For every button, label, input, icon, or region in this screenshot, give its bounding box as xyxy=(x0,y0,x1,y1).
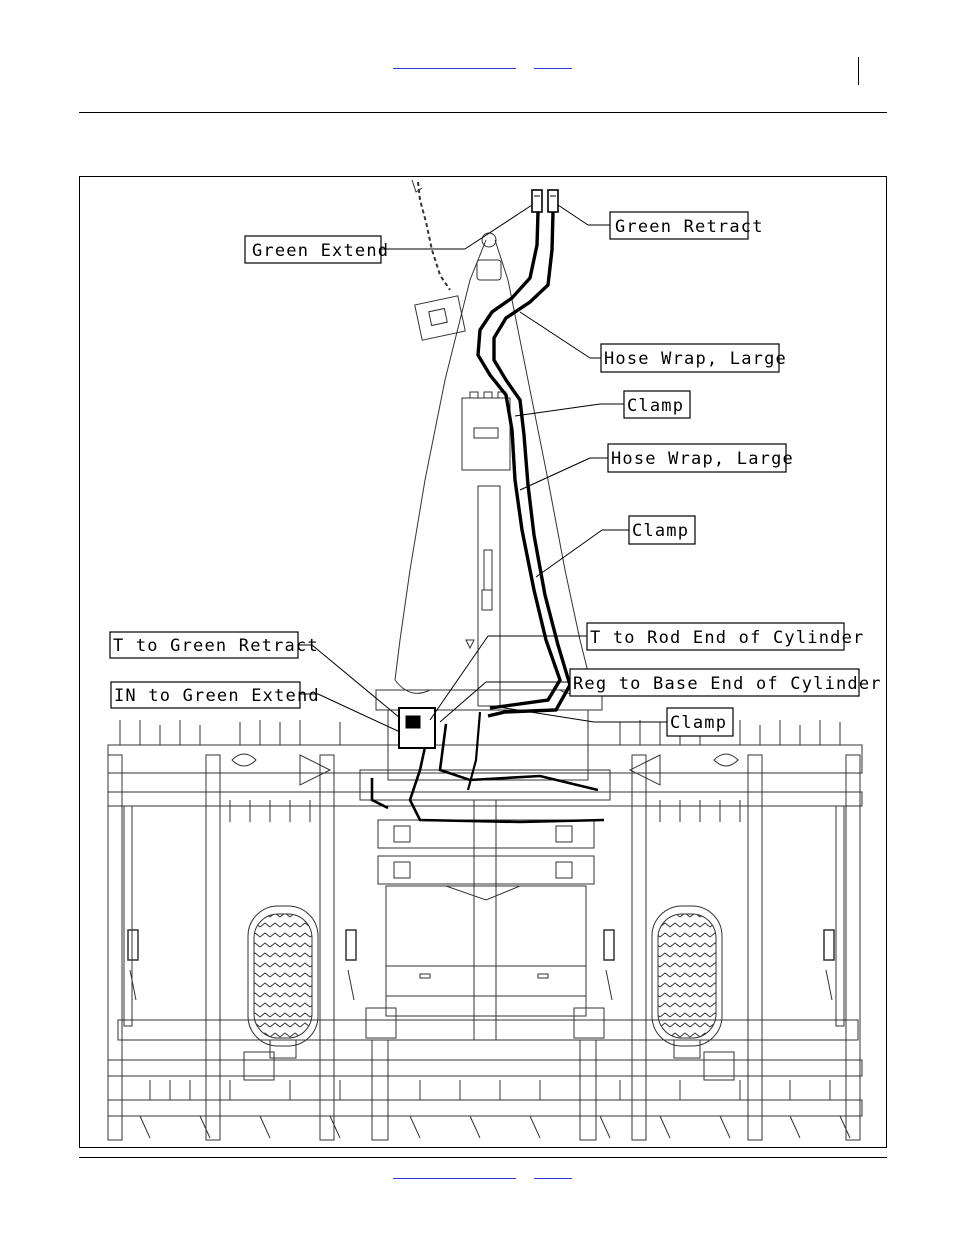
harrow-tines xyxy=(120,720,850,1138)
footer-link-left[interactable] xyxy=(393,1178,516,1179)
svg-text:T to Green Retract: T to Green Retract xyxy=(113,636,319,656)
callout-green-retract: Green Retract xyxy=(610,212,764,239)
callout-t-to-rod-end: T to Rod End of Cylinder xyxy=(587,623,864,650)
callout-green-extend: Green Extend xyxy=(245,236,389,263)
svg-text:IN to Green Extend: IN to Green Extend xyxy=(114,686,320,706)
callout-reg-to-base-end: Reg to Base End of Cylinder xyxy=(570,669,882,696)
svg-text:Green Extend: Green Extend xyxy=(252,241,389,261)
tongue xyxy=(395,233,590,706)
gauge-wheel-right xyxy=(652,906,722,1058)
hydraulic-hoses xyxy=(372,190,604,822)
callout-clamp-3: Clamp xyxy=(667,708,733,736)
callout-in-to-green-extend: IN to Green Extend xyxy=(111,682,320,708)
callout-hose-wrap-large-1: Hose Wrap, Large xyxy=(601,344,787,372)
safety-chain xyxy=(412,180,465,340)
svg-text:Clamp: Clamp xyxy=(627,396,684,416)
gauge-wheel-left xyxy=(248,906,318,1058)
svg-text:T to Rod End of Cylinder: T to Rod End of Cylinder xyxy=(590,628,864,648)
svg-text:Hose Wrap, Large: Hose Wrap, Large xyxy=(611,449,794,469)
callout-clamp-1: Clamp xyxy=(624,391,690,418)
svg-text:Clamp: Clamp xyxy=(632,521,689,541)
callout-hose-wrap-large-2: Hose Wrap, Large xyxy=(608,444,794,472)
footer-rule xyxy=(79,1157,887,1158)
svg-text:Hose Wrap, Large: Hose Wrap, Large xyxy=(604,349,787,369)
svg-text:Reg to Base End of Cylinder: Reg to Base End of Cylinder xyxy=(573,674,882,694)
callout-clamp-2: Clamp xyxy=(629,516,695,544)
footer-link-right[interactable] xyxy=(534,1178,572,1179)
side-springs xyxy=(128,930,834,1000)
svg-text:Green Retract: Green Retract xyxy=(615,217,764,237)
frame-posts xyxy=(108,755,860,1140)
main-frame xyxy=(108,690,862,1140)
callout-t-to-green-retract: T to Green Retract xyxy=(110,632,319,658)
svg-text:Clamp: Clamp xyxy=(670,713,727,733)
